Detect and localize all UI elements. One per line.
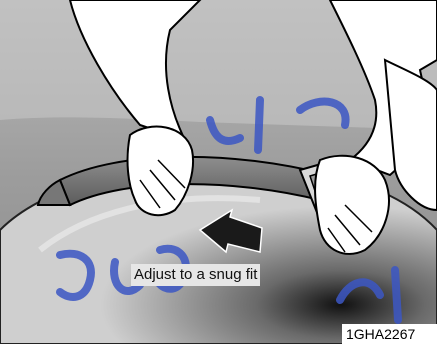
caption-label: Adjust to a snug fit: [131, 264, 260, 286]
figure-code: 1GHA2267: [342, 324, 437, 344]
